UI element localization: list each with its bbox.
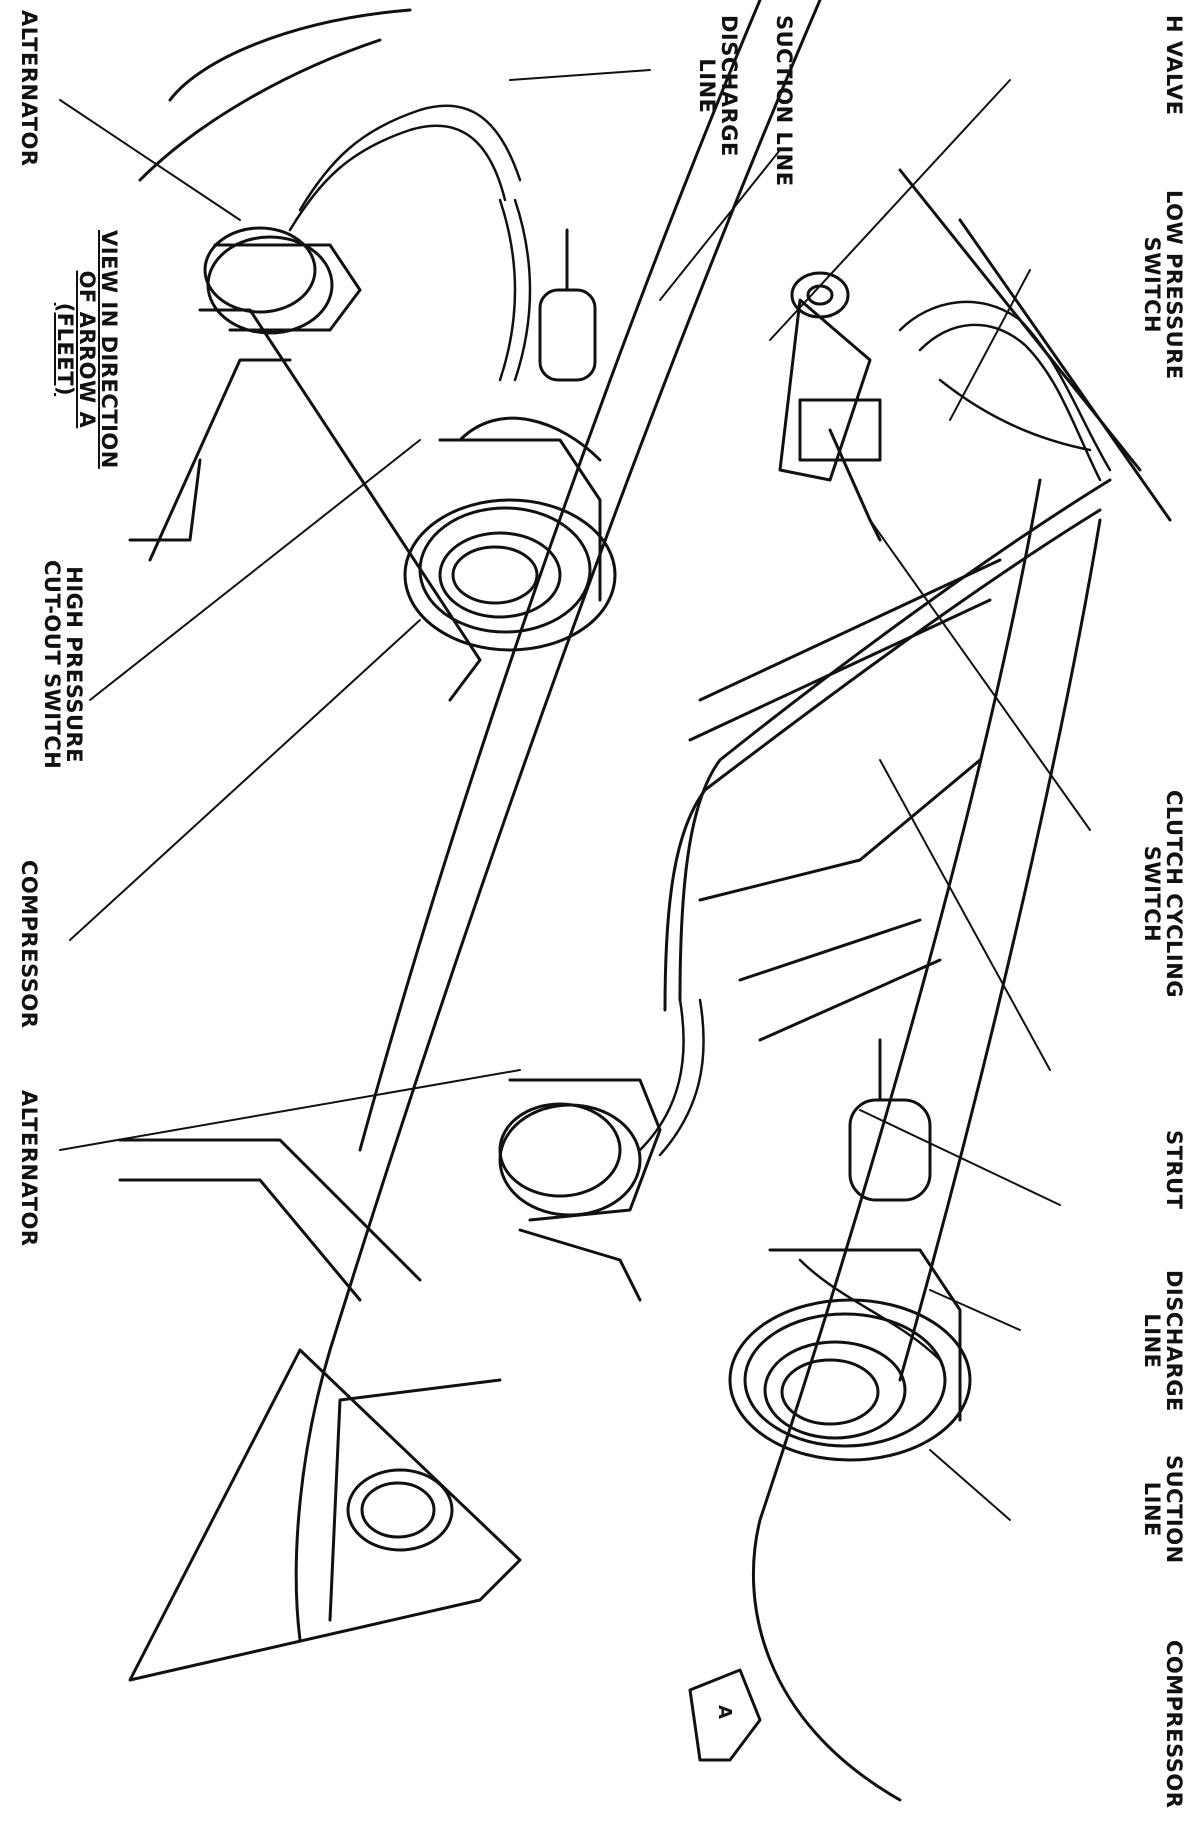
- body-curve-left: [138, 38, 382, 182]
- left-bracket-a: [198, 308, 482, 702]
- engine-curve-right: [751, 478, 1042, 1802]
- compressor-right-shape: [728, 1038, 972, 1462]
- strut-shape: [688, 298, 1002, 1042]
- label-h-valve: H VALVE: [1162, 15, 1184, 116]
- label-clutch-cycling-switch: CLUTCH CYCLING SWITCH: [1140, 790, 1184, 999]
- label-low-pressure-switch: LOW PRESSURE SWITCH: [1140, 190, 1184, 380]
- leader-lines: [59, 69, 1091, 1521]
- label-compressor-right: COMPRESSOR: [1162, 1640, 1184, 1809]
- label-alternator-left-bottom: ALTERNATOR: [17, 1090, 41, 1247]
- label-strut: STRUT: [1162, 1130, 1184, 1210]
- harness-left: [288, 104, 532, 382]
- h-valve-shape: [790, 271, 882, 542]
- lower-bracket-shape: [118, 1138, 522, 1682]
- engine-curve-right-2: [898, 518, 1102, 1382]
- hose-long-a: [678, 478, 1112, 1002]
- alternator-right-shape: [498, 1078, 662, 1302]
- harness-top-right: [898, 300, 1112, 482]
- left-bracket-c: [128, 458, 202, 542]
- hose-long-b: [663, 508, 1102, 1012]
- label-suction-line-right: SUCTION LINE: [1140, 1455, 1184, 1564]
- body-curve-top-left: [168, 8, 412, 102]
- harness-right: [638, 998, 942, 1362]
- label-suction-line-top: SUCTION LINE: [772, 15, 796, 187]
- left-bracket-b: [148, 358, 292, 562]
- label-discharge-line-right: DISCHARGE LINE: [1140, 1270, 1184, 1412]
- label-compressor-left: COMPRESSOR: [17, 860, 41, 1029]
- fender-curve-inner: [358, 0, 762, 1152]
- alternator-left-top-shape: [203, 226, 362, 335]
- label-view-direction: VIEW IN DIRECTION OF ARROW A (FLEET): [53, 230, 121, 469]
- arrow-a-marker-shape: [688, 1668, 762, 1762]
- label-high-pressure-cutout: HIGH PRESSURE CUT-OUT SWITCH: [40, 560, 86, 770]
- arrow-a-label: A: [714, 1705, 735, 1719]
- fender-curve-outer: [294, 0, 822, 1642]
- label-discharge-line-top: DISCHARGE LINE: [695, 15, 741, 157]
- label-alternator-left-top: ALTERNATOR: [17, 10, 41, 167]
- frame-line-top-2: [958, 218, 1172, 522]
- compressor-left-shape: [403, 228, 617, 652]
